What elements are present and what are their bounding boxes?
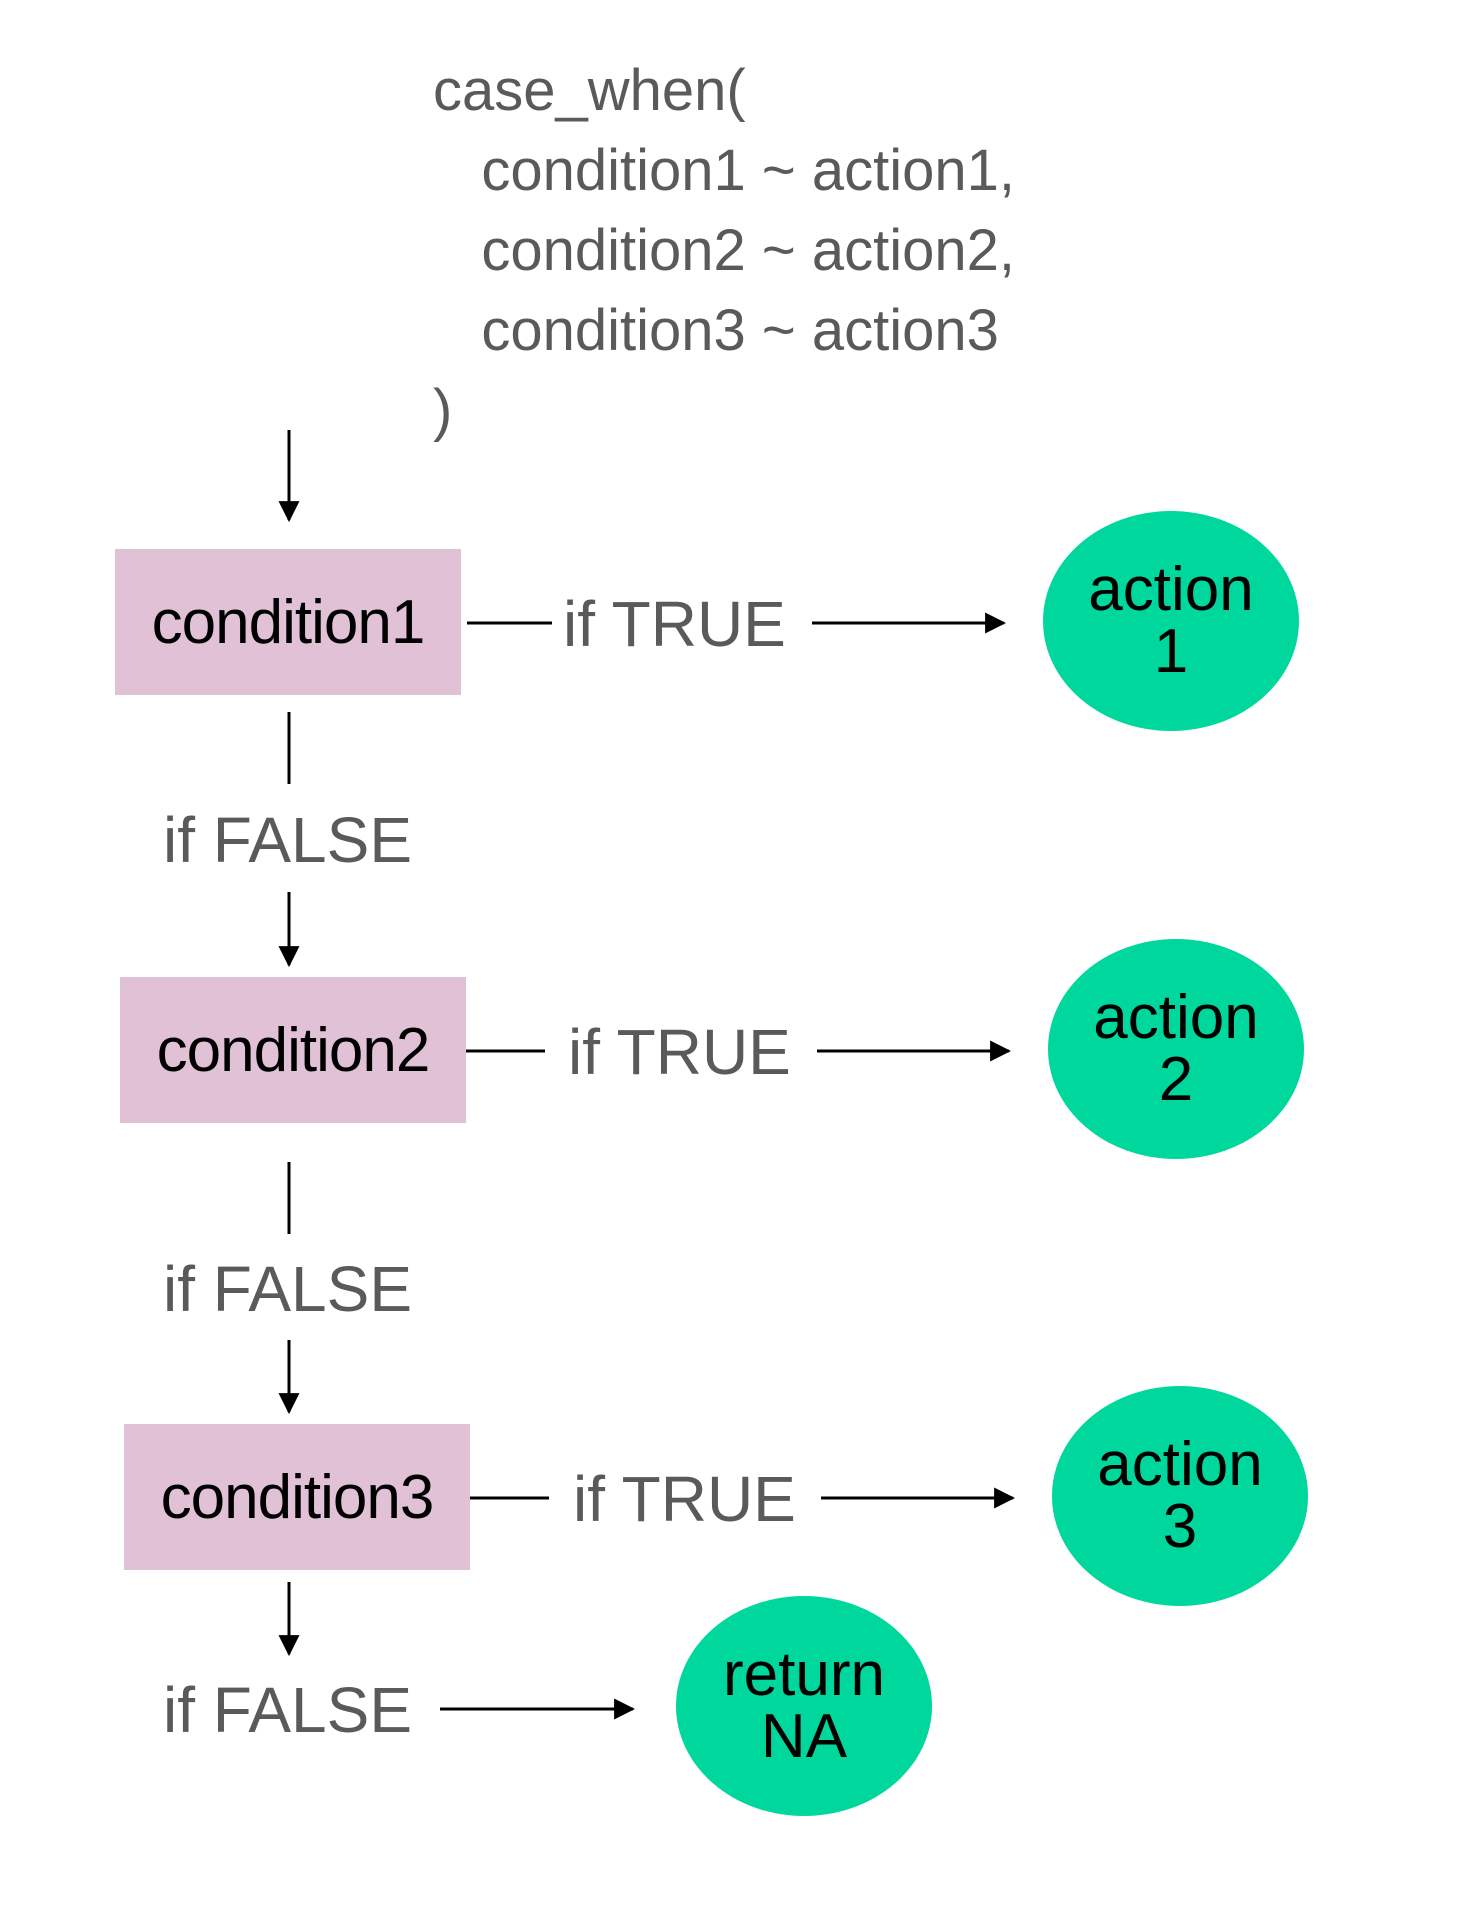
return-na-line1: return <box>723 1640 885 1709</box>
cond2-false-label: if FALSE <box>163 1253 412 1325</box>
action3-node: action 3 <box>1052 1386 1308 1606</box>
code-line-1: case_when( <box>433 58 746 123</box>
condition1-label: condition1 <box>151 587 426 657</box>
action3-line2: 3 <box>1162 1492 1198 1561</box>
return-na-node: return NA <box>676 1596 932 1816</box>
cond2-true-label: if TRUE <box>568 1016 791 1088</box>
code-line-2: condition1 ~ action1, <box>433 138 1016 203</box>
action1-line2: 1 <box>1153 617 1189 686</box>
code-line-3: condition2 ~ action2, <box>433 218 1016 283</box>
condition3-label: condition3 <box>160 1462 435 1532</box>
cond3-true-label: if TRUE <box>573 1463 796 1535</box>
condition2-label: condition2 <box>156 1015 431 1085</box>
code-line-4: condition3 ~ action3 <box>433 298 999 363</box>
action1-line1: action <box>1088 555 1254 624</box>
action3-line1: action <box>1097 1430 1263 1499</box>
cond3-false-label: if FALSE <box>163 1674 412 1746</box>
condition2-box: condition2 <box>120 977 466 1123</box>
cond1-false-label: if FALSE <box>163 804 412 876</box>
action2-line1: action <box>1093 983 1259 1052</box>
action2-line2: 2 <box>1158 1045 1194 1114</box>
condition3-box: condition3 <box>124 1424 470 1570</box>
action2-node: action 2 <box>1048 939 1304 1159</box>
return-na-line2: NA <box>760 1702 848 1771</box>
cond1-true-label: if TRUE <box>563 588 786 660</box>
code-line-5: ) <box>433 378 453 443</box>
condition1-box: condition1 <box>115 549 461 695</box>
action1-node: action 1 <box>1043 511 1299 731</box>
